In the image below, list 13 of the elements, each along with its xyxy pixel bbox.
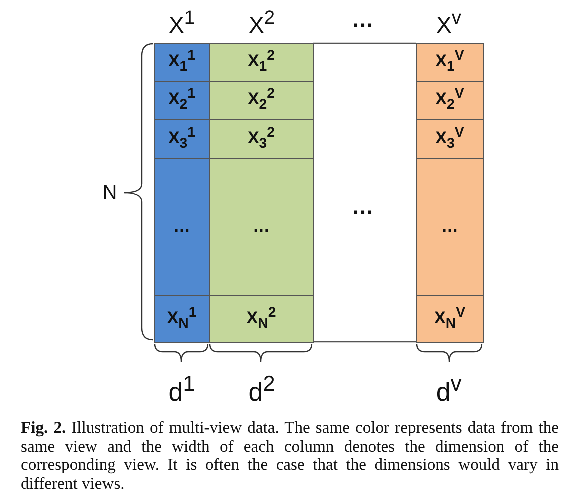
column-heading: X$^{v}$ [436, 9, 462, 37]
ellipsis: … [352, 196, 374, 218]
dimension-label: d$^{v}$ [436, 373, 462, 405]
dimension-label: d$^{1}$ [168, 373, 196, 405]
figure-caption: Fig. 2. Illustration of multi-view data. The same color represents data from the same view and the width of each column denotes the dimension of the corresponding view. It is often the case that the dimensions would vary in different views. [21, 419, 559, 494]
column-heading: X$^{1}$ [169, 9, 195, 37]
dimension-label: d$^{2}$ [248, 373, 276, 405]
matrix-cell: … [154, 158, 210, 296]
ellipsis: … [352, 9, 374, 31]
matrix-cell: … [209, 158, 314, 296]
column-heading: X$^{2}$ [249, 9, 275, 37]
row-count-label: N [102, 183, 118, 203]
matrix-cell: … [416, 158, 484, 296]
